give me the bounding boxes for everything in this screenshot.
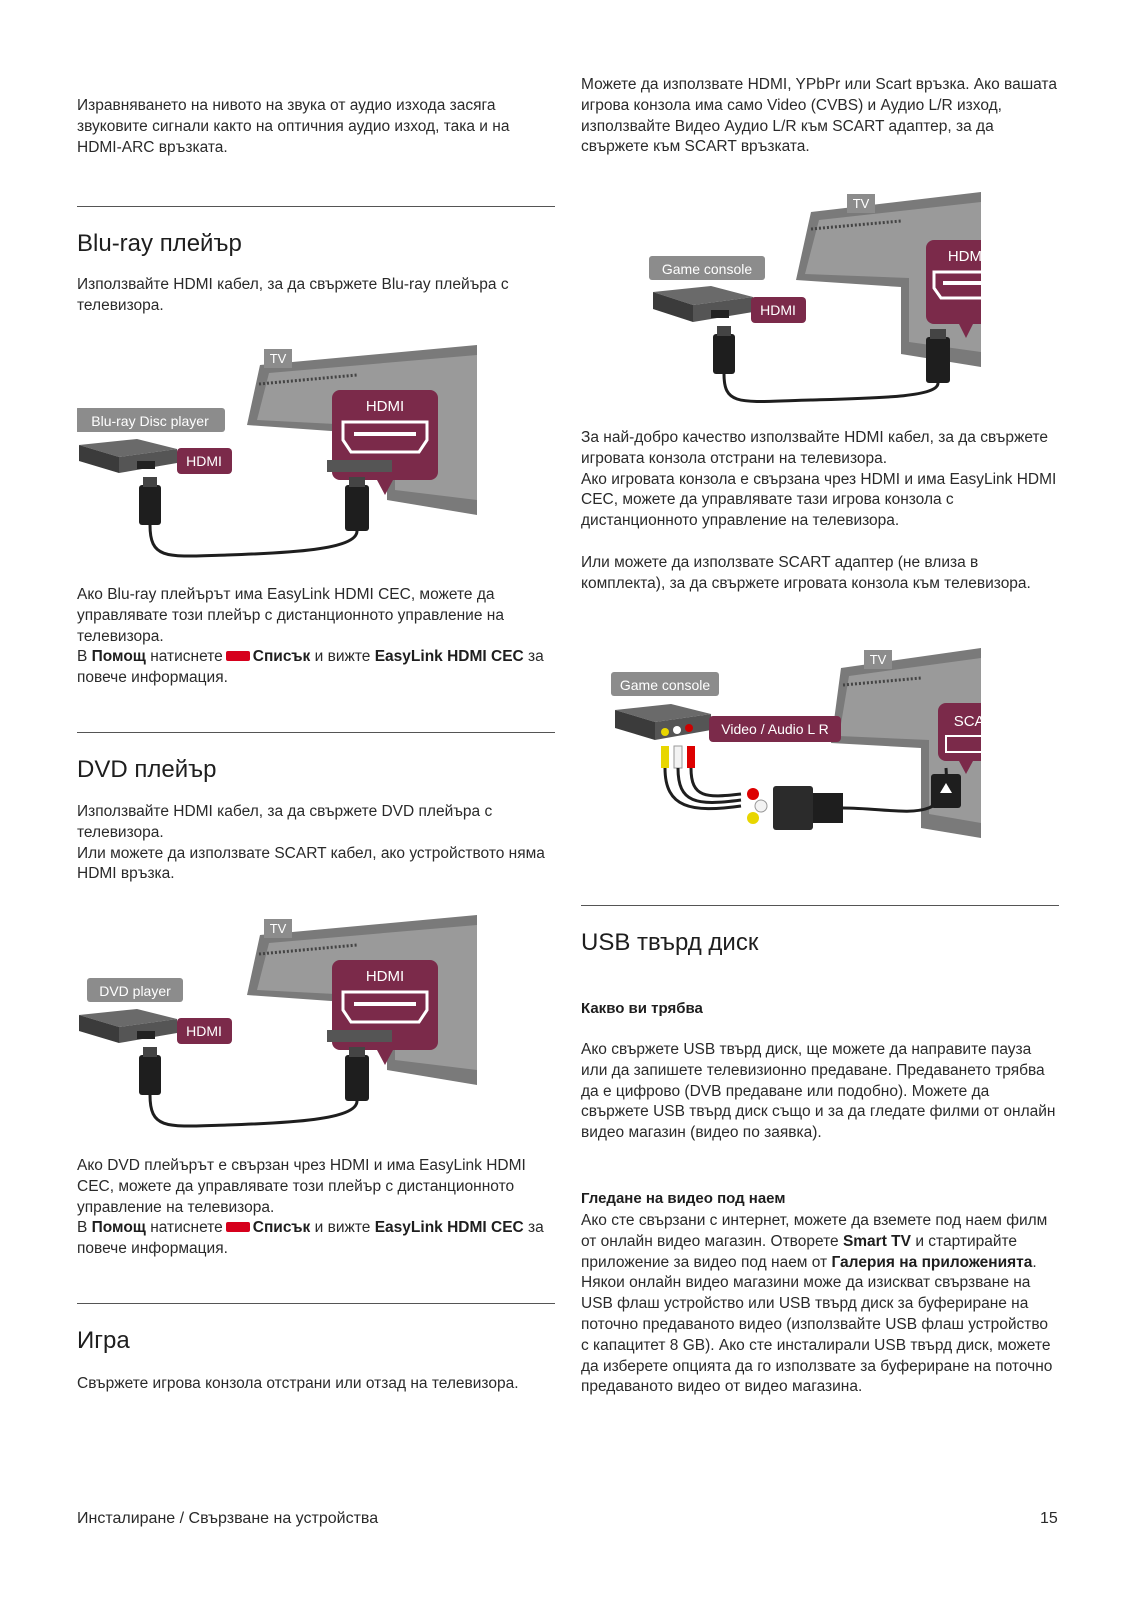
hdmi-port-icon — [932, 270, 981, 300]
device-hdmi-label: HDMI — [186, 1023, 222, 1039]
tv-label: TV — [270, 921, 287, 936]
red-key-icon — [225, 1221, 250, 1232]
game-intro: Свържете игрова конзола отстрани или отз… — [77, 1375, 519, 1392]
game-hdmi-paragraph: За най-добро качество използвайте HDMI к… — [581, 429, 1057, 530]
tv-label: TV — [853, 196, 870, 211]
device-label: Blu-ray Disc player — [91, 413, 209, 429]
bluray-intro: Използвайте HDMI кабел, за да свържете B… — [77, 276, 509, 314]
bluray-heading: Blu-ray плейър — [77, 230, 242, 257]
device-body — [79, 1009, 177, 1027]
hdmi-port-icon — [341, 420, 429, 454]
section-divider — [77, 1303, 555, 1304]
video-jack — [661, 728, 669, 736]
bluray-easylink-paragraph: Ако Blu-ray плейърът има EasyLink HDMI C… — [77, 586, 504, 645]
tv-hdmi-label: HDMI — [948, 248, 981, 265]
tv-hdmi-label: HDMI — [366, 968, 404, 985]
section-divider — [77, 206, 555, 207]
cable-plug-device — [139, 485, 161, 525]
device-hdmi-callout — [177, 1018, 232, 1044]
tv-scart-label: SCART — [954, 713, 981, 730]
tv-scart-callout — [938, 703, 981, 761]
page-number: 15 — [1040, 1510, 1058, 1527]
device-hdmi-callout — [751, 297, 806, 323]
hdmi-cable — [722, 373, 940, 403]
game-connection-options: Можете да използвате HDMI, YPbPr или Sca… — [581, 76, 1057, 156]
video-rental-subheading: Гледане на видео под наем — [581, 1190, 786, 1207]
section-divider — [77, 732, 555, 733]
bluray-connection-diagram: TV HDMI Blu-ray Disc player HDMI — [77, 345, 477, 558]
device-body — [653, 286, 753, 305]
usb-requirements-subheading: Какво ви трябва — [581, 1000, 703, 1017]
audio-left-jack — [673, 726, 681, 734]
footer-section-title: Инсталиране / Свързване на устройства — [77, 1510, 379, 1527]
hdmi-cable — [148, 524, 359, 558]
dvd-connection-diagram: TV HDMI DVD player HDMI — [79, 915, 477, 1128]
hdmi-cable — [148, 1094, 359, 1128]
section-divider — [581, 905, 1059, 906]
game-hdmi-diagram: TV HDMI Game console HDMI — [649, 192, 981, 403]
device-label: DVD player — [99, 983, 171, 999]
cable-plug-device — [713, 334, 735, 374]
usb-heading: USB твърд диск — [581, 929, 759, 956]
scart-adapter — [773, 786, 813, 830]
tv-label: TV — [270, 351, 287, 366]
game-heading: Игра — [77, 1327, 130, 1354]
device-hdmi-callout — [177, 448, 232, 474]
red-key-icon — [225, 650, 250, 661]
device-body — [79, 439, 177, 457]
dvd-intro: Използвайте HDMI кабел, за да свържете D… — [77, 803, 545, 883]
audio-leveling-paragraph: Изравняването на нивото на звука от ауди… — [77, 97, 510, 156]
device-body — [615, 704, 711, 722]
game-scart-diagram: TV SCART Game console Video / Audio L R — [611, 648, 981, 838]
game-scart-paragraph: Или можете да използвате SCART адаптер (… — [581, 554, 1031, 592]
tv-label-box — [847, 194, 875, 213]
dvd-easylink-paragraph: Ако DVD плейърът е свързан чрез HDMI и и… — [77, 1157, 526, 1216]
device-label: Game console — [662, 261, 752, 277]
device-label-box — [611, 672, 719, 696]
device-av-label: Video / Audio L R — [721, 721, 828, 737]
tv-hdmi-label: HDMI — [366, 398, 404, 415]
cable-plug-device — [139, 1055, 161, 1095]
tv-label-box — [864, 650, 892, 669]
device-label-box — [77, 408, 225, 432]
cable-plug-tv — [345, 485, 369, 531]
device-label-box — [87, 978, 183, 1002]
tv-label-box — [264, 919, 292, 938]
device-label-box — [649, 256, 765, 280]
usb-requirements-paragraph: Ако свържете USB твърд диск, ще можете д… — [581, 1041, 1056, 1142]
cable-plug-tv — [926, 337, 950, 383]
tv-label-box — [264, 349, 292, 368]
dvd-heading: DVD плейър — [77, 756, 217, 783]
cable-plug-tv — [345, 1055, 369, 1101]
video-plug — [661, 746, 669, 768]
device-hdmi-label: HDMI — [760, 302, 796, 318]
video-rental-paragraph: Ако сте свързани с интернет, можете да в… — [581, 1212, 1053, 1396]
tv-label: TV — [870, 652, 887, 667]
device-label: Game console — [620, 677, 710, 693]
device-av-callout — [709, 716, 841, 742]
audio-right-jack — [685, 724, 693, 732]
device-hdmi-label: HDMI — [186, 453, 222, 469]
hdmi-port-icon — [341, 990, 429, 1024]
